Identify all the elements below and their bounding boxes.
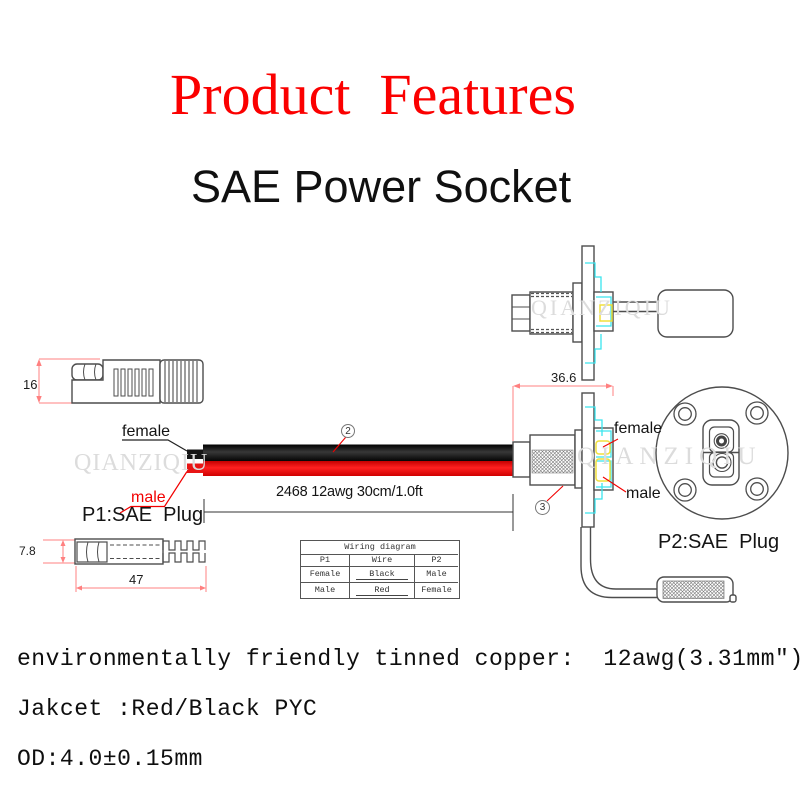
p1-caption: P1:SAE Plug	[82, 504, 204, 526]
p2-caption: P2:SAE Plug	[658, 531, 780, 553]
dim-p1-bottom-height: 7.8	[19, 544, 36, 558]
black-wire-symbol	[356, 579, 408, 580]
page-title: Product Features	[170, 62, 576, 127]
table-row: Male Red Female	[301, 582, 459, 598]
wiring-col-wire: Wire	[349, 554, 414, 566]
p1-male-label: male	[131, 489, 166, 506]
p1-plug-side-view	[36, 358, 204, 404]
p1-plug-bottom-view	[43, 538, 207, 592]
dim-p1-height: 16	[23, 377, 38, 392]
p2-female-label: female	[614, 420, 663, 437]
cable-assembly	[119, 424, 514, 531]
table-row: Female Black Male	[301, 566, 459, 582]
product-name: SAE Power Socket	[191, 161, 572, 212]
wiring-cell: Female	[414, 582, 458, 598]
cable-spec-label: 2468 12awg 30cm/1.0ft	[276, 484, 423, 500]
callout-3: 3	[539, 502, 546, 513]
wiring-cell: Female	[301, 566, 349, 582]
watermark-right: QIANZIQIU	[577, 443, 762, 470]
wiring-cell: Male	[301, 582, 349, 598]
wiring-cell-black-wire: Black	[349, 566, 414, 582]
wiring-col-p2: P2	[414, 554, 458, 566]
wiring-col-p1: P1	[301, 554, 349, 566]
wiring-cell: Male	[414, 566, 458, 582]
callout-2: 2	[345, 425, 351, 437]
watermark-top: QIANZIQIU	[531, 295, 673, 320]
red-wire-symbol	[356, 595, 408, 596]
spec-jacket: Jakcet :Red/Black PYC	[17, 696, 318, 722]
watermark-left: QIANZIQIU	[74, 450, 209, 476]
p2-face-view	[655, 386, 789, 520]
p2-socket-top-view	[511, 245, 734, 381]
wire-name: Red	[374, 585, 390, 596]
dim-p1-bottom-length: 47	[129, 572, 144, 587]
dim-p2-width: 36.6	[551, 370, 577, 385]
p2-socket-side-view	[512, 383, 737, 603]
wire-name: Black	[369, 569, 395, 580]
wiring-diagram-table: Wiring diagram P1 Wire P2 Female Black M…	[300, 540, 460, 599]
spec-outer-diameter: OD:4.0±0.15mm	[17, 746, 203, 772]
wiring-cell-red-wire: Red	[349, 582, 414, 598]
spec-conductor: environmentally friendly tinned copper: …	[17, 646, 800, 672]
p1-female-label: female	[122, 423, 171, 440]
wiring-table-title: Wiring diagram	[344, 542, 416, 553]
p2-male-label: male	[626, 485, 661, 502]
